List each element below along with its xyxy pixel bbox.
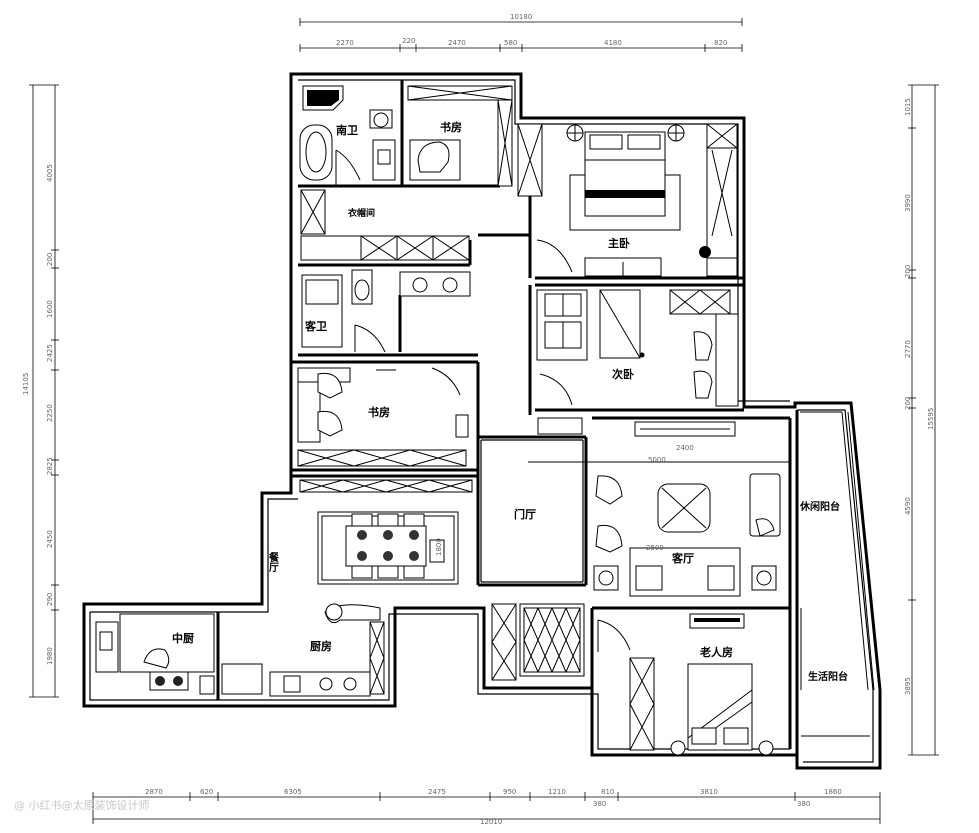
dim-left-seg-3: 1600: [46, 300, 54, 318]
dim-right-seg-6: 4590: [904, 497, 912, 515]
label-study: 书房: [440, 120, 462, 134]
dim-top-seg-6: 820: [714, 39, 727, 47]
label-kitchen: 厨房: [310, 639, 332, 653]
dim-right-seg-3: 200: [904, 265, 912, 278]
public-bath-fixtures: [301, 269, 471, 353]
elder-room-furniture: [629, 613, 774, 756]
dim-bottom-seg-8: 3810: [700, 788, 718, 796]
dim-left-seg-5: 2250: [46, 404, 54, 422]
dim-right-seg-2: 3990: [904, 194, 912, 212]
guest-bath-fixtures: [299, 85, 396, 186]
dim-top-total: 10180: [510, 13, 532, 21]
bottom-dimensions: 2870 620 6305 2475 950 1210 810 3810 186…: [92, 788, 881, 826]
label-guest-bath: 南卫: [336, 123, 358, 137]
dim-bottom-seg-6: 1210: [548, 788, 566, 796]
dim-right-total: 15595: [927, 408, 935, 430]
foyer-fixtures: [491, 603, 631, 681]
label-service-balcony: 生活阳台: [808, 670, 848, 683]
label-cloakroom: 衣帽间: [348, 207, 375, 219]
label-pantry: 中厨: [172, 631, 194, 645]
label-foyer: 门厅: [514, 507, 536, 521]
label-leisure-balcony: 休闲阳台: [799, 500, 840, 513]
label-dining-room: 餐厅: [267, 551, 280, 573]
dim-inner-1: 2400: [676, 444, 694, 452]
label-public-bath: 客卫: [304, 319, 327, 333]
second-bedroom-furniture: [536, 289, 739, 407]
dim-bottom-seg-1: 2870: [145, 788, 163, 796]
dim-right-seg-4: 2770: [904, 340, 912, 358]
left-dimensions: 14105 4005 200 1600 2425 2250 2825 2450 …: [22, 84, 59, 698]
dim-left-seg-9: 1980: [46, 647, 54, 665]
inner-dimensions: 2400 5000 2500 1800: [435, 444, 694, 556]
cloakroom-storage: [300, 189, 470, 261]
dim-top-seg-3: 2470: [448, 39, 466, 47]
dim-top-seg-4: 580: [504, 39, 517, 47]
dim-top-seg-5: 4180: [604, 39, 622, 47]
dim-bottom-seg-2: 620: [200, 788, 213, 796]
dim-left-seg-2: 200: [46, 253, 54, 266]
dim-inner-3: 2500: [646, 544, 664, 552]
dim-bottom-sub-2: 380: [797, 800, 810, 808]
dim-left-seg-6: 2825: [46, 457, 54, 475]
dim-inner-2: 5000: [648, 456, 666, 464]
dim-bottom-seg-4: 2475: [428, 788, 446, 796]
label-living-room: 客厅: [671, 551, 694, 565]
dining-furniture: [299, 479, 473, 585]
dim-right-seg-1: 1015: [904, 98, 912, 116]
study-furniture: [407, 85, 543, 197]
dim-top-seg-2: 220: [402, 37, 415, 45]
dim-right-seg-5: 200: [904, 397, 912, 410]
label-kids-room: 书房: [368, 405, 390, 419]
dim-left-seg-8: 290: [46, 593, 54, 606]
dim-left-seg-4: 2425: [46, 344, 54, 362]
room-labels: 南卫 书房 衣帽间 主卧 客卫 次卧 书房 门厅 客厅 休闲阳台 餐厅 厨房 中…: [172, 120, 848, 683]
dim-bottom-seg-9: 1860: [824, 788, 842, 796]
balcony-railings: [800, 411, 875, 737]
top-dimensions: 10180 2270 220 2470 580 4180 820: [299, 13, 743, 52]
dim-left-seg-7: 2450: [46, 530, 54, 548]
label-master-bedroom: 主卧: [608, 236, 630, 250]
right-dimensions: 15595 1015 3990 200 2770 200 4590 3895: [904, 84, 939, 756]
dim-bottom-sub-1: 380: [593, 800, 606, 808]
dim-bottom-total: 12010: [480, 818, 502, 826]
dim-bottom-seg-3: 6305: [284, 788, 302, 796]
dim-bottom-seg-5: 950: [503, 788, 516, 796]
label-elder-room: 老人房: [699, 645, 733, 659]
dim-bottom-seg-7: 810: [601, 788, 614, 796]
living-room-furniture: [528, 421, 790, 597]
dim-top-seg-1: 2270: [336, 39, 354, 47]
dim-left-seg-1: 4005: [46, 164, 54, 182]
dim-left-total: 14105: [22, 373, 30, 395]
dim-right-seg-7: 3895: [904, 677, 912, 695]
pantry-fixtures: [95, 613, 215, 695]
dim-inner-4: 1800: [435, 538, 443, 556]
kitchen-fixtures: [221, 603, 385, 697]
watermark: @ 小红书@太原装饰设计师: [14, 799, 150, 812]
master-bedroom-furniture: [536, 123, 738, 277]
kids-room-furniture: [297, 367, 583, 467]
label-second-bedroom: 次卧: [612, 367, 634, 381]
exterior-walls: [82, 72, 882, 770]
